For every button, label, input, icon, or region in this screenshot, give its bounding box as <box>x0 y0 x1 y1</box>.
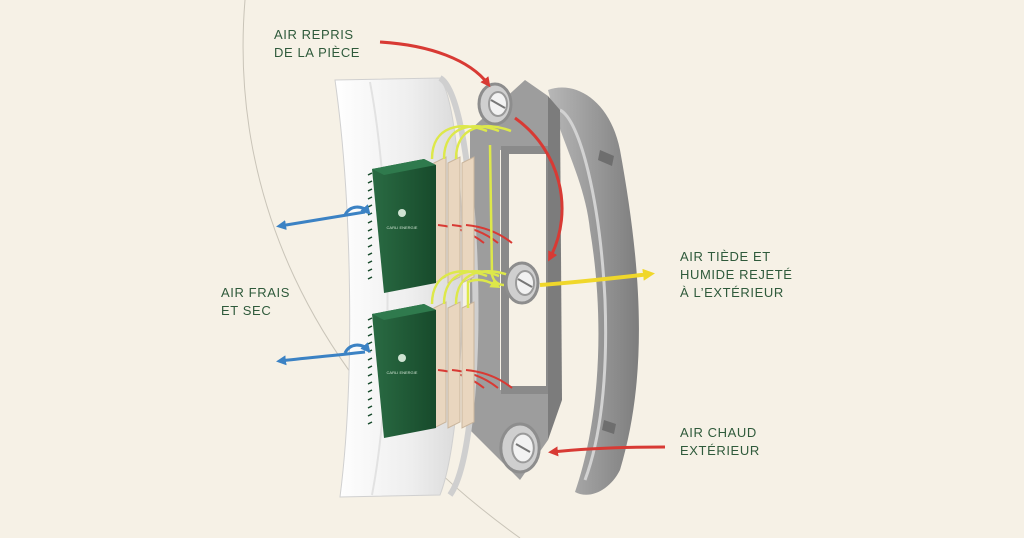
module-brand: CARLI ENERGIE <box>387 225 418 230</box>
heat-exchanger-module: CARLI ENERGIE <box>367 124 513 293</box>
fresh-air-arrow-bottom <box>276 350 366 366</box>
label-return-air: AIR REPRIS DE LA PIÈCE <box>274 27 361 60</box>
label-exhaust-air: AIR TIÈDE ET HUMIDE REJETÉ À L’EXTÉRIEUR <box>680 249 793 300</box>
drop-logo-icon <box>398 209 406 217</box>
fan-icon <box>504 261 540 305</box>
outdoor-air-arrow <box>548 445 666 457</box>
drop-logo-icon <box>398 354 406 362</box>
heat-exchanger-module: CARLI ENERGIE <box>367 269 513 438</box>
fresh-air-arrow-top <box>276 210 366 230</box>
back-shell <box>548 87 639 495</box>
module-brand: CARLI ENERGIE <box>387 370 418 375</box>
label-outdoor-air: AIR CHAUD EXTÉRIEUR <box>680 425 760 458</box>
fresh-air-hook-top <box>343 204 371 216</box>
return-air-arrow <box>379 40 491 88</box>
fan-icon <box>499 422 541 474</box>
fan-icon <box>477 82 513 126</box>
fresh-air-hook-bottom <box>343 342 371 354</box>
exhaust-air-arrow <box>539 268 655 287</box>
internal-red-arrow <box>514 116 564 262</box>
label-fresh-air: AIR FRAIS ET SEC <box>221 285 290 318</box>
